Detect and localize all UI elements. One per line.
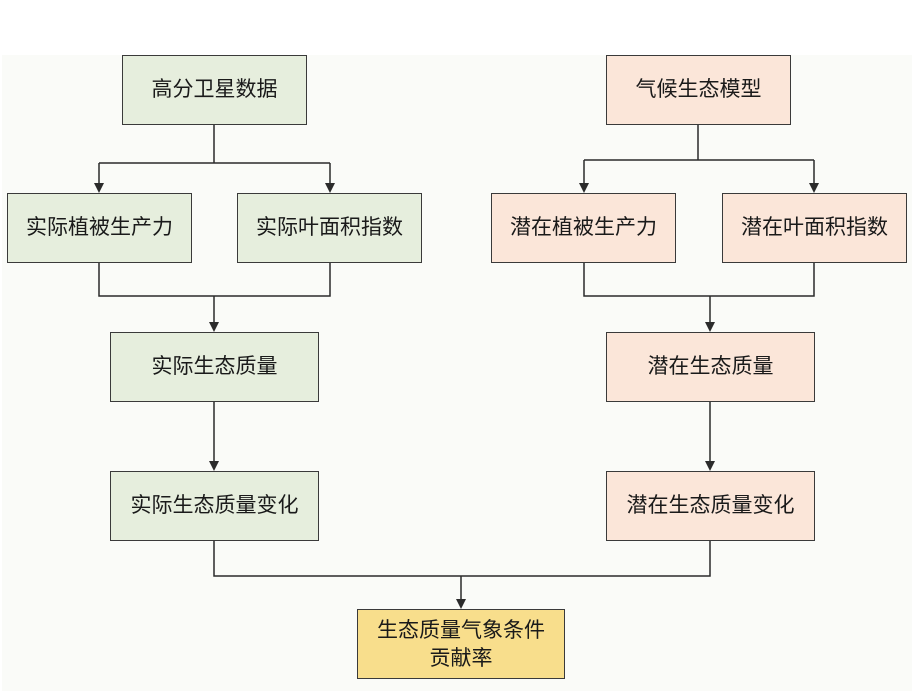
node-actual-eco-quality-change: 实际生态质量变化 — [110, 471, 319, 541]
connector-climate-split — [584, 125, 814, 161]
connector-satellite-split — [99, 125, 330, 164]
node-potential-eco-quality: 潜在生态质量 — [606, 332, 815, 402]
node-meteorological-contribution: 生态质量气象条件 贡献率 — [357, 609, 565, 679]
connector-bottom-merge — [213, 541, 711, 577]
node-climate-eco-model: 气候生态模型 — [606, 55, 791, 125]
connector-actual-merge — [98, 263, 331, 297]
node-satellite-data: 高分卫星数据 — [122, 55, 307, 125]
node-potential-eco-quality-change: 潜在生态质量变化 — [606, 471, 815, 541]
node-potential-npp: 潜在植被生产力 — [491, 193, 676, 263]
connector-potential-merge — [583, 263, 815, 297]
node-actual-lai: 实际叶面积指数 — [237, 193, 422, 263]
node-actual-eco-quality: 实际生态质量 — [110, 332, 319, 402]
node-actual-npp: 实际植被生产力 — [7, 193, 192, 263]
node-potential-lai: 潜在叶面积指数 — [722, 193, 907, 263]
